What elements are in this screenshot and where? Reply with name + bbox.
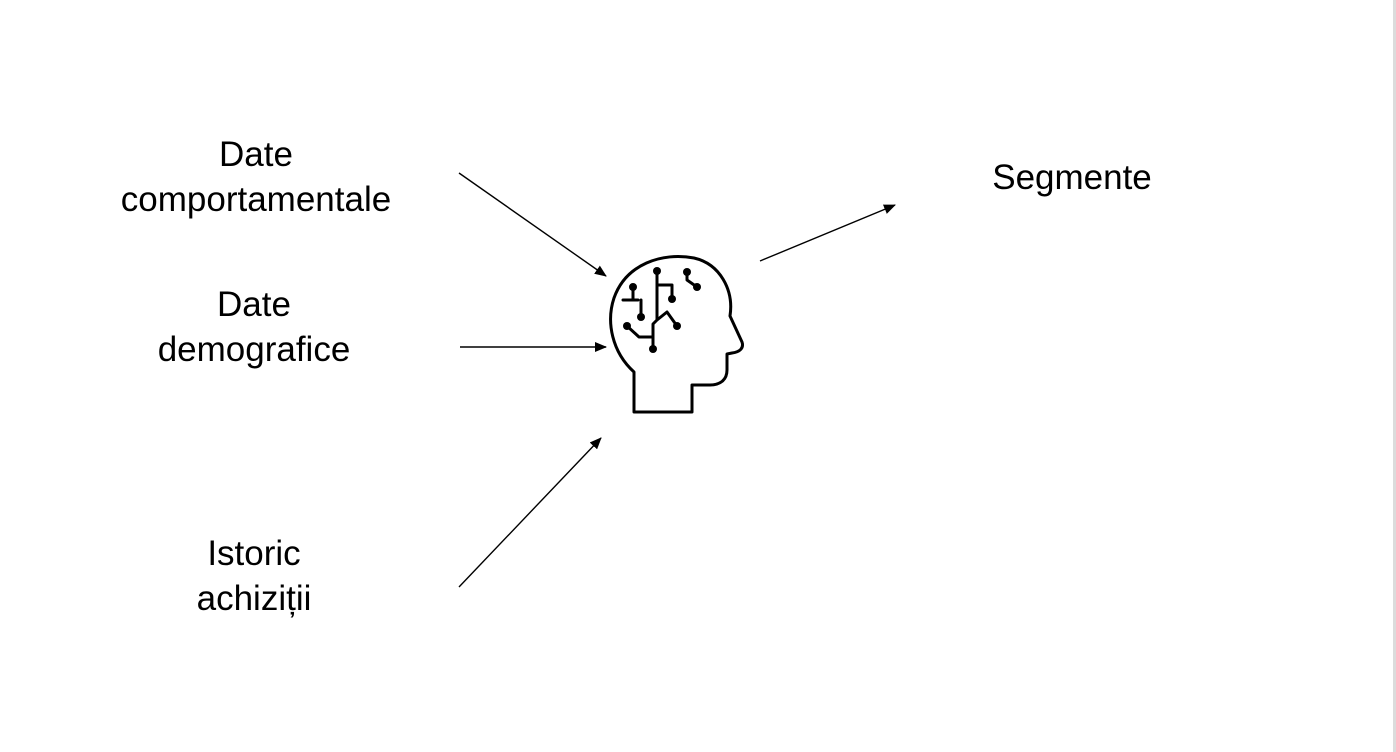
- ai-brain-head-icon: [609, 255, 744, 414]
- input-demographic-data-label: Date demografice: [120, 282, 388, 372]
- arrow-brain-to-segments: [759, 204, 896, 262]
- history-label-line1: Istoric: [207, 534, 301, 573]
- output-segments-label: Segmente: [962, 155, 1182, 200]
- input-purchase-history-label: Istoric achiziții: [140, 531, 368, 621]
- arrow-behavioral-to-brain: [458, 172, 607, 277]
- arrow-history-to-brain: [458, 437, 602, 588]
- input-behavioral-data-label: Date comportamentale: [90, 132, 422, 222]
- segments-label-text: Segmente: [992, 158, 1152, 197]
- page-edge: [1393, 0, 1396, 752]
- demographic-label-line1: Date: [217, 285, 291, 324]
- behavioral-label-line2: comportamentale: [120, 180, 392, 219]
- demographic-label-line2: demografice: [157, 330, 351, 369]
- history-label-line2: achiziții: [196, 579, 312, 618]
- behavioral-label-line1: Date: [219, 135, 293, 174]
